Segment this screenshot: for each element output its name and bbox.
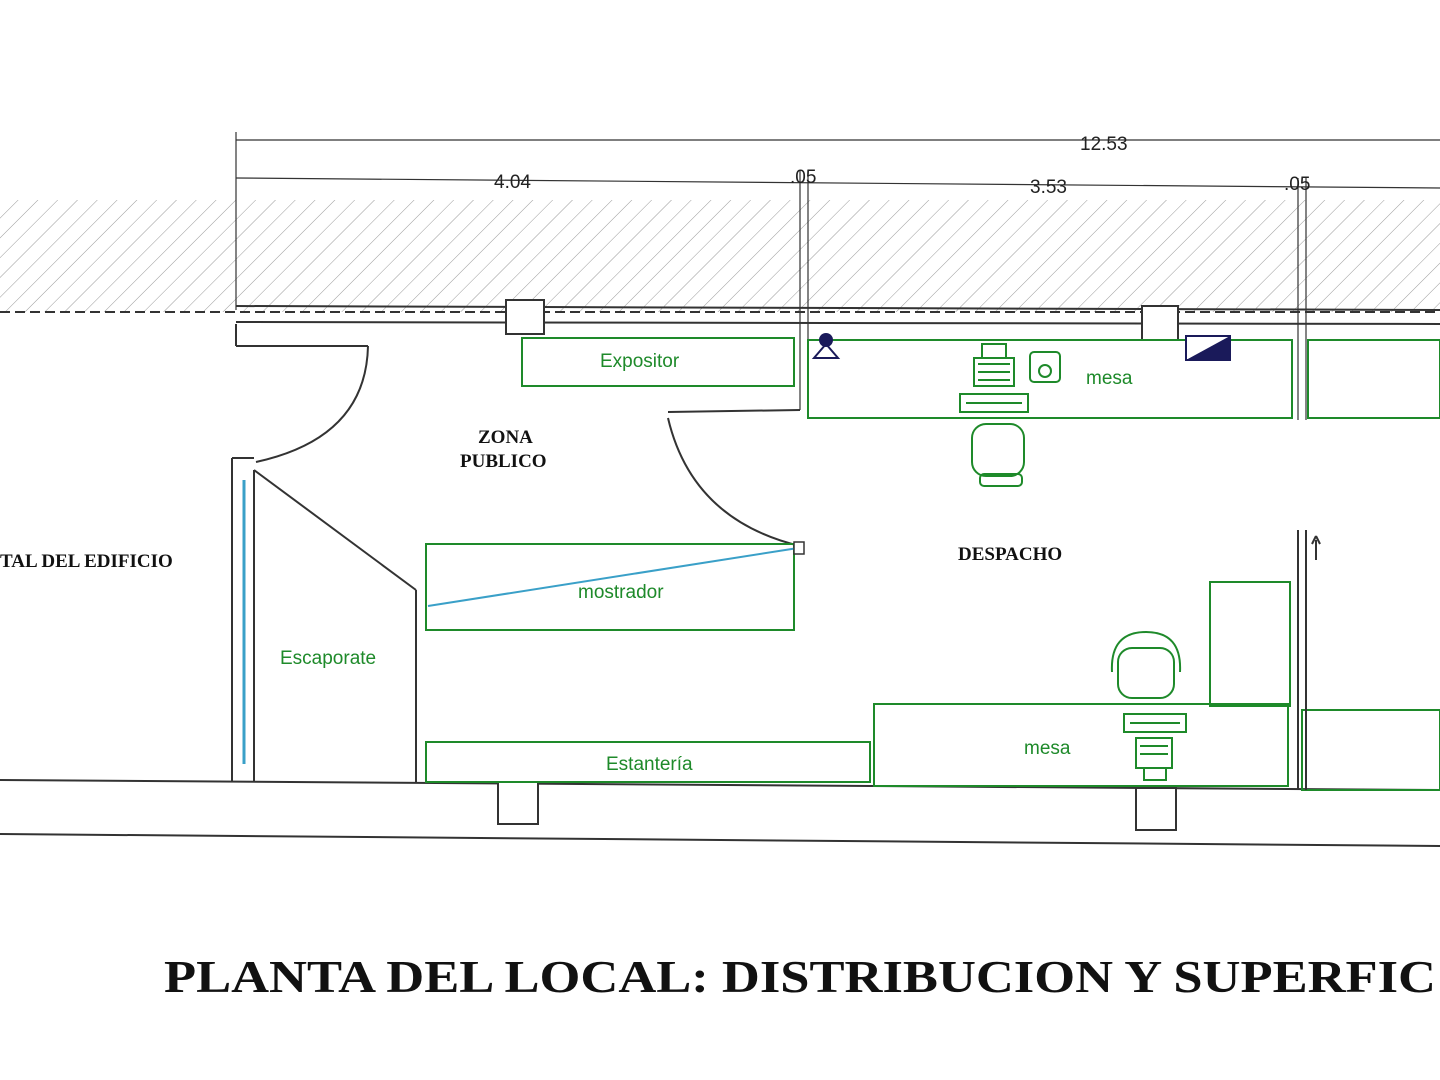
- estanteria-box: [425, 741, 871, 783]
- chair-icon: [1110, 630, 1182, 699]
- chair-icon: [971, 423, 1025, 487]
- expositor-label: Expositor: [600, 351, 680, 372]
- entrance-door: [255, 345, 369, 463]
- estanteria-label: Estantería: [606, 754, 693, 775]
- dim-segment-d: .05: [1284, 174, 1310, 195]
- plan-title: PLANTA DEL LOCAL: DISTRIBUCION Y SUPERFI…: [164, 951, 1436, 1002]
- despacho-label: DESPACHO: [958, 544, 1062, 565]
- computer-icon: [959, 343, 1029, 413]
- escaparate-label: Escaporate: [280, 648, 376, 669]
- portal-label: TAL DEL EDIFICIO: [0, 551, 173, 572]
- interior-door: [667, 417, 801, 547]
- dim-segment-a: 4.04: [494, 172, 531, 193]
- zona-publico-label-2: PUBLICO: [460, 451, 547, 472]
- mostrador-box: [425, 543, 795, 631]
- dim-segment-c: 3.53: [1030, 177, 1067, 198]
- computer-icon: [1123, 713, 1187, 781]
- partition-wall: [1297, 530, 1321, 790]
- facade-wall: [0, 299, 1440, 341]
- dim-segment-b: .05: [790, 167, 816, 188]
- dim-total: 12.53: [1080, 134, 1128, 155]
- expositor-box: [521, 337, 795, 387]
- cabinet-box: [1209, 581, 1291, 707]
- rear-wall: [0, 779, 1440, 847]
- mostrador-label: mostrador: [578, 582, 664, 603]
- dimension-lines: [235, 132, 1440, 420]
- mesa-top-label: mesa: [1086, 368, 1133, 389]
- right-room-box: [1307, 339, 1440, 419]
- printer-icon: [1185, 335, 1231, 361]
- mesa-bottom-label: mesa: [1024, 738, 1071, 759]
- street-hatch: [0, 200, 1440, 312]
- entry-walls: [231, 324, 417, 782]
- lamp-icon: [811, 333, 841, 359]
- mesa-top-box: [807, 339, 1293, 419]
- mesa-bottom-box: [873, 703, 1289, 787]
- right-room-box-bottom: [1301, 709, 1440, 791]
- zona-publico-label: ZONA: [478, 427, 533, 448]
- phone-icon: [1029, 351, 1061, 383]
